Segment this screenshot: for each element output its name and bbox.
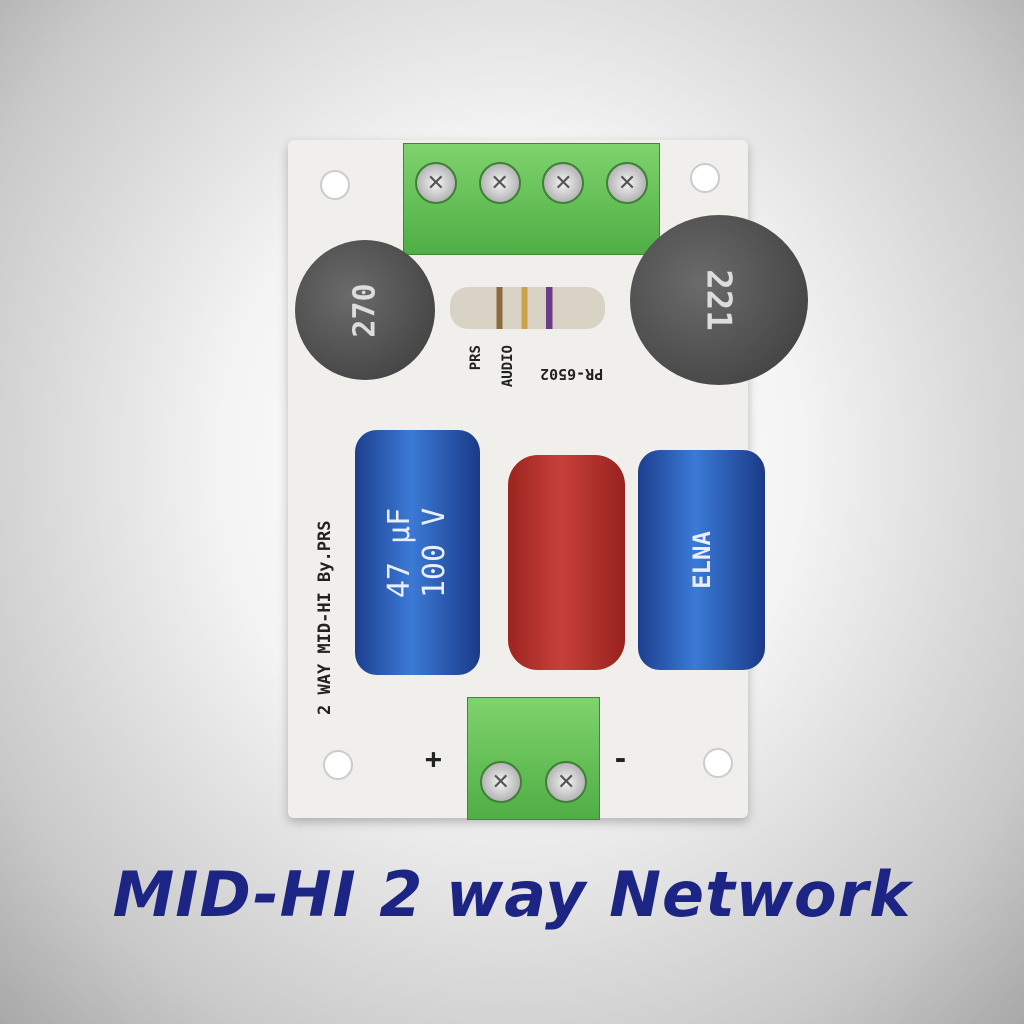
output-terminal-block: ✕ ✕ — [467, 697, 600, 820]
model-label: PR-6502 — [540, 365, 604, 383]
brand-label: PRS — [468, 345, 484, 370]
brand-label-top: PRS — [468, 345, 484, 371]
side-label: 2 WAY MID-HI By.PRS — [315, 520, 335, 715]
screw-icon: ✕ — [606, 162, 649, 204]
screw-icon: ✕ — [542, 162, 585, 204]
screw-icon: ✕ — [414, 162, 457, 204]
left-cap-value: 47 µF — [382, 507, 418, 598]
mounting-hole — [690, 163, 720, 193]
right-inductor-label: 221 — [698, 269, 739, 331]
screw-icon: ✕ — [545, 761, 588, 803]
left-inductor: 270 — [295, 240, 435, 380]
caption-title: MID-HI 2 way Network — [112, 858, 912, 931]
plus-label: + — [425, 742, 442, 775]
brand-label-bottom: AUDIO — [500, 345, 516, 388]
right-cap-brand: ELNA — [687, 531, 716, 589]
mounting-hole — [320, 170, 350, 200]
screw-icon: ✕ — [478, 162, 521, 204]
mounting-hole — [703, 748, 733, 778]
mounting-hole — [323, 750, 353, 780]
left-cap-voltage: 100 V — [417, 507, 453, 598]
right-inductor: 221 — [630, 215, 808, 385]
screw-icon: ✕ — [479, 761, 522, 803]
left-capacitor-text: 47 µF 100 V — [383, 507, 453, 597]
input-terminal-block: ✕ ✕ ✕ ✕ — [403, 143, 660, 255]
left-inductor-label: 270 — [347, 282, 383, 338]
red-film-capacitor — [508, 455, 625, 670]
resistor — [450, 287, 605, 329]
brand-label-2: AUDIO — [500, 345, 516, 387]
right-capacitor: ELNA — [638, 450, 765, 670]
left-capacitor: 47 µF 100 V — [355, 430, 480, 675]
minus-label: - — [612, 742, 629, 775]
